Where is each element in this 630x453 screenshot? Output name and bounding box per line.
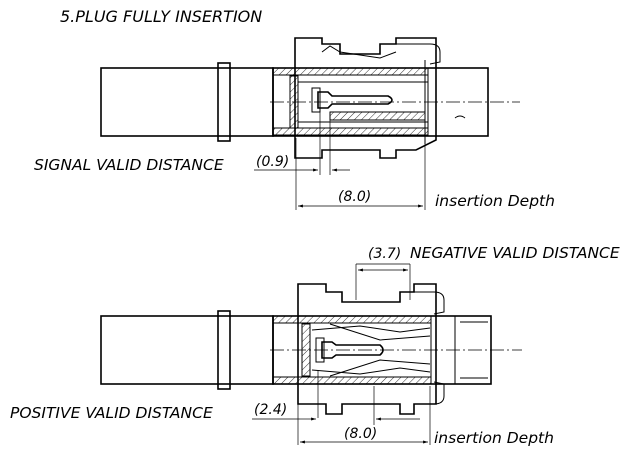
top-lower-sleeve bbox=[272, 127, 429, 136]
bottom-depth-value: (8.0) bbox=[344, 426, 377, 442]
top-ferrule-band bbox=[217, 62, 231, 142]
bottom-upper-sleeve bbox=[272, 315, 432, 324]
bottom-lower-sleeve bbox=[272, 376, 432, 385]
top-signal-dimension: SIGNAL VALID DISTANCE (0.9) bbox=[34, 154, 350, 174]
negative-valid-dimension: (3.7) NEGATIVE VALID DISTANCE bbox=[355, 244, 620, 300]
negative-valid-distance-value: (3.7) bbox=[368, 246, 401, 262]
top-center-pin bbox=[317, 91, 393, 109]
top-receptacle-housing bbox=[294, 37, 437, 159]
top-cable-body bbox=[100, 67, 274, 137]
bottom-ferrule-band bbox=[217, 310, 231, 390]
bottom-depth-dimension: (8.0) insertion Depth bbox=[300, 426, 554, 447]
bottom-latch-spring-lower bbox=[414, 381, 445, 405]
top-depth-dimension: (8.0) insertion Depth bbox=[298, 189, 555, 210]
signal-valid-distance-label: SIGNAL VALID DISTANCE bbox=[34, 156, 224, 174]
signal-valid-distance-value: (0.9) bbox=[256, 154, 289, 170]
bottom-receptacle-housing bbox=[297, 283, 437, 415]
positive-valid-distance-label: POSITIVE VALID DISTANCE bbox=[10, 404, 213, 422]
top-upper-sleeve bbox=[272, 67, 429, 76]
negative-valid-distance-label: NEGATIVE VALID DISTANCE bbox=[410, 244, 620, 262]
positive-valid-dimension: POSITIVE VALID DISTANCE (2.4) bbox=[10, 402, 420, 422]
bottom-plug-assembly bbox=[100, 283, 522, 445]
top-plug-assembly bbox=[100, 37, 520, 210]
top-inner-sleeve bbox=[329, 111, 426, 121]
positive-valid-distance-value: (2.4) bbox=[254, 402, 287, 418]
top-pin-collar bbox=[311, 87, 321, 113]
bottom-cable-body bbox=[100, 315, 274, 385]
top-depth-value: (8.0) bbox=[338, 189, 371, 205]
bottom-center-pin bbox=[321, 341, 384, 359]
top-spring-contact bbox=[321, 45, 397, 59]
bottom-latch-spring-upper bbox=[414, 291, 445, 315]
top-depth-label: insertion Depth bbox=[435, 192, 555, 210]
bottom-depth-label: insertion Depth bbox=[434, 429, 554, 447]
heading-title: 5.PLUG FULLY INSERTION bbox=[60, 7, 262, 26]
top-latch-spring bbox=[396, 43, 441, 65]
